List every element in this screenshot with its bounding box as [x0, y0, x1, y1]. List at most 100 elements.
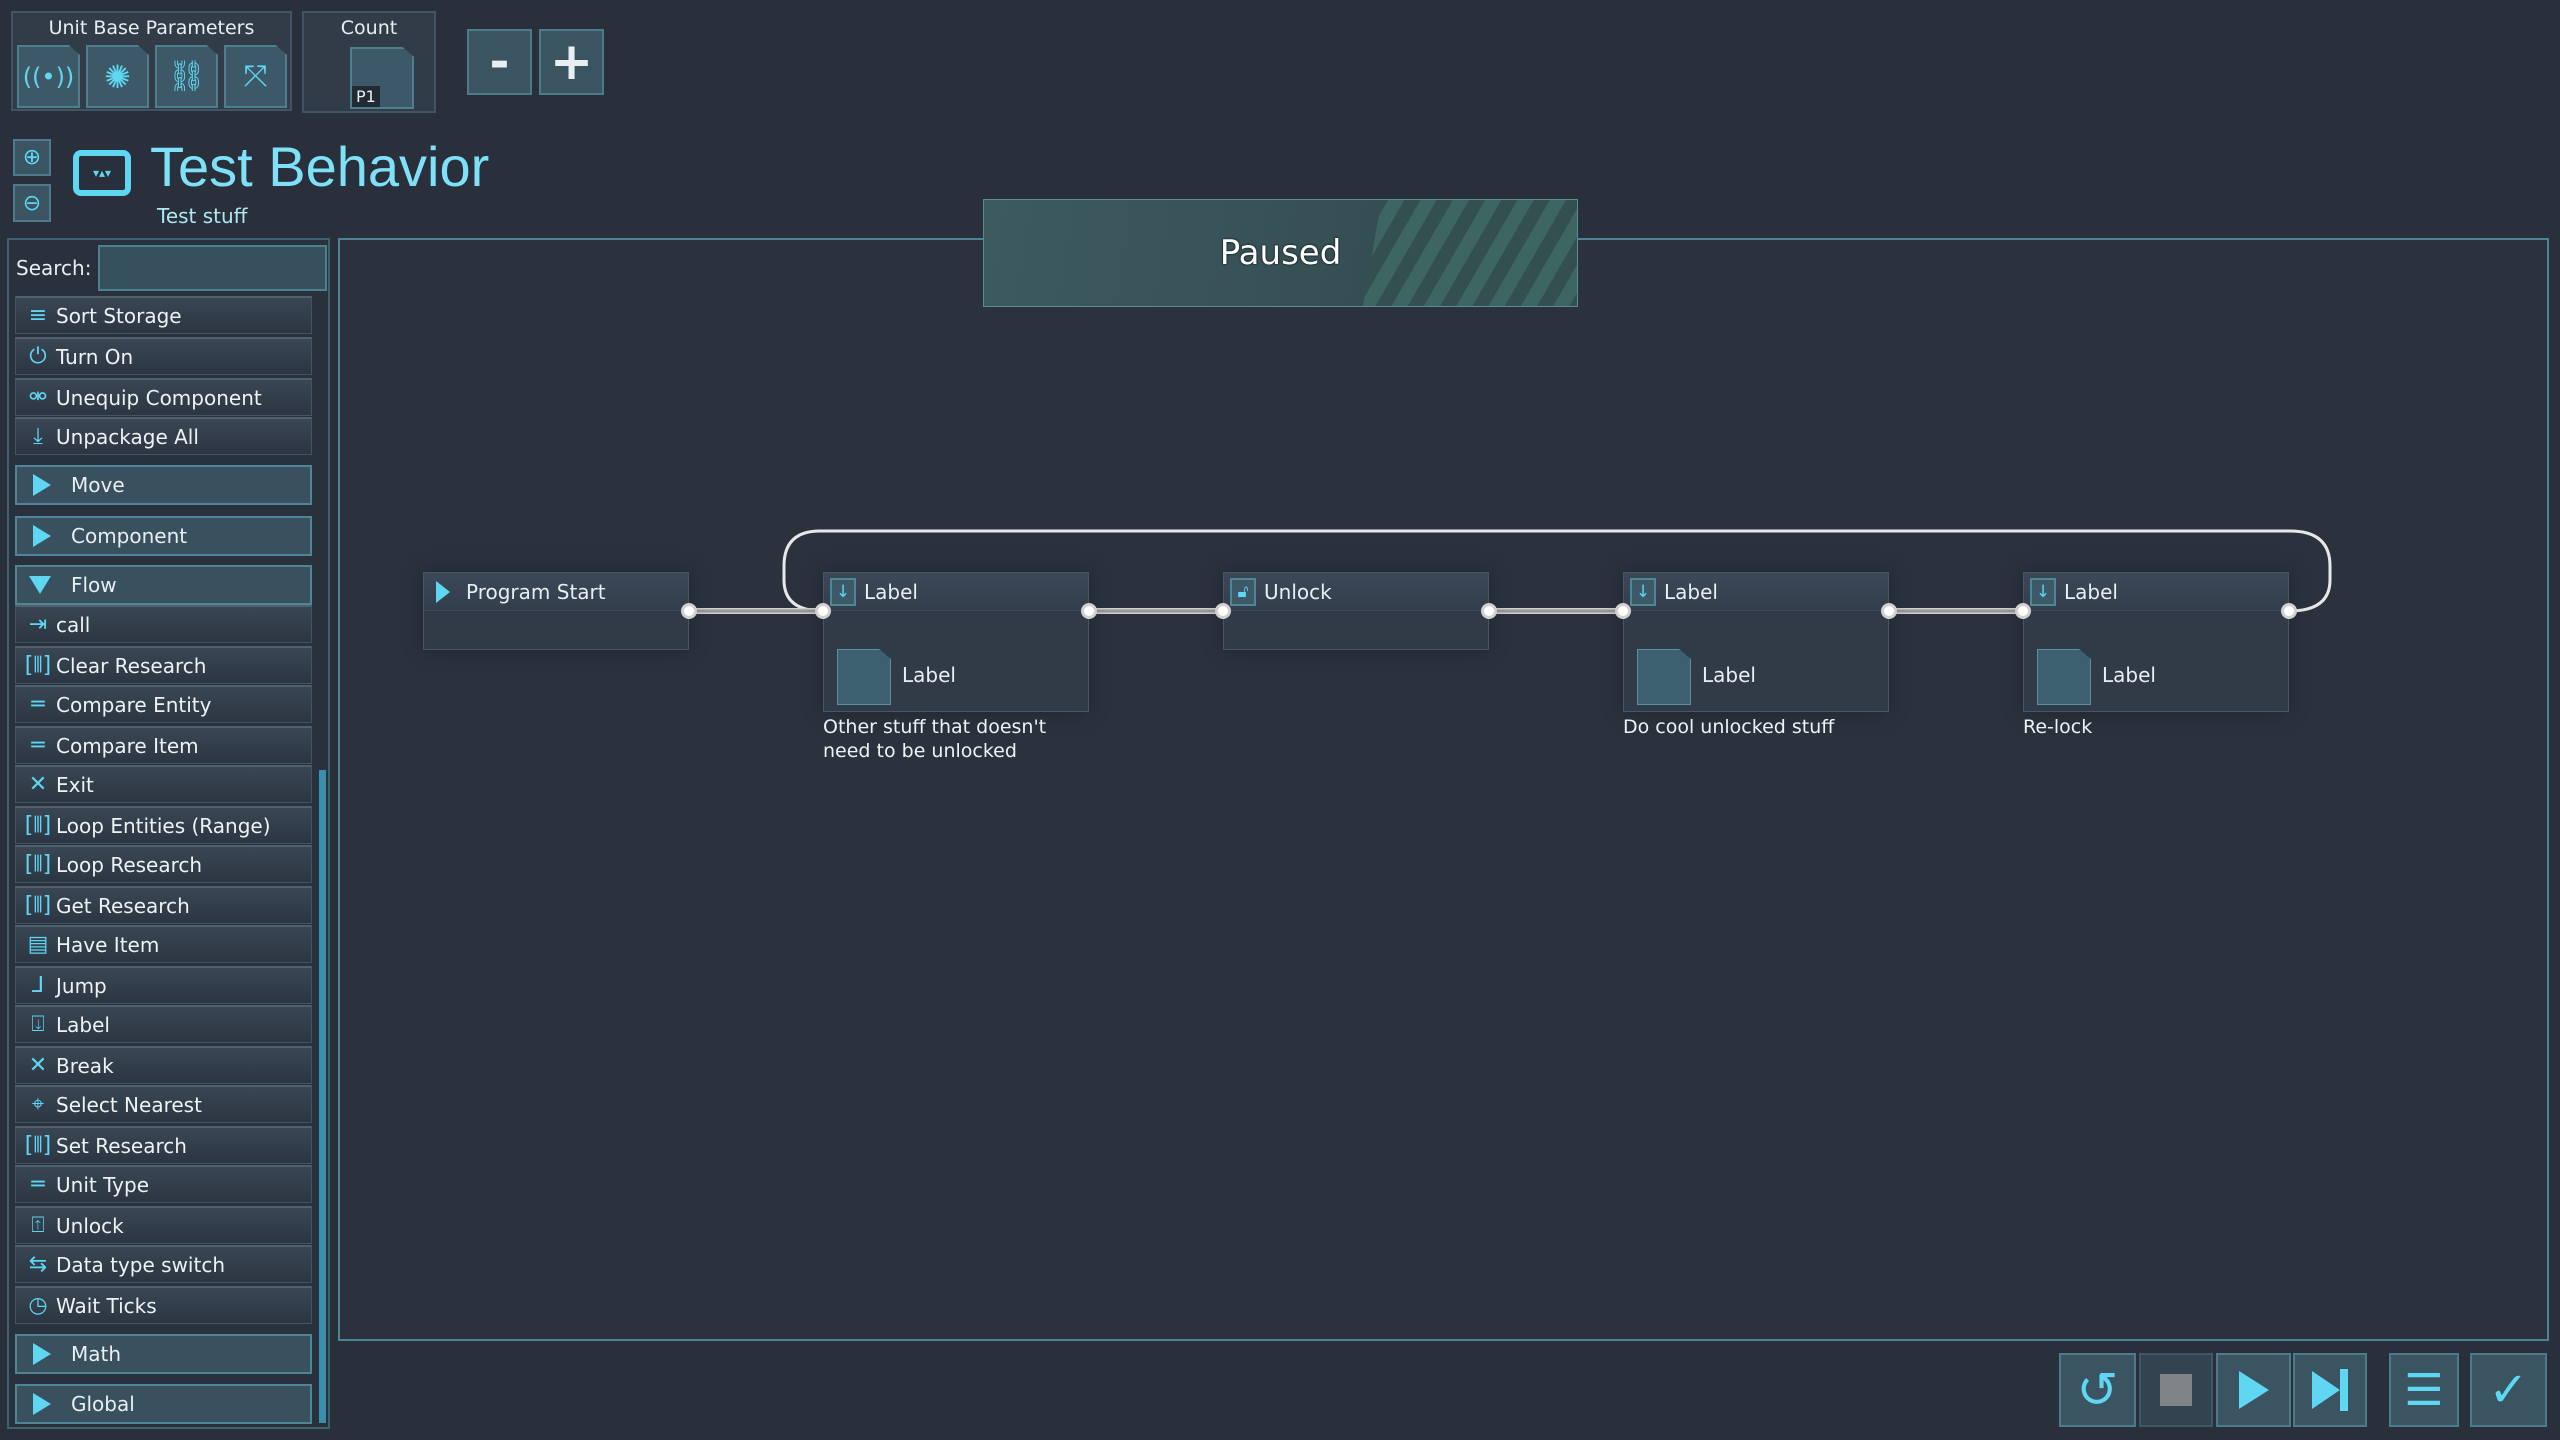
jump-icon: ⅃ — [31, 973, 45, 998]
search-label: Search: — [16, 256, 92, 280]
input-port[interactable] — [2015, 603, 2031, 619]
item-label: Unit Type — [56, 1172, 150, 1197]
program-canvas[interactable] — [338, 238, 2549, 1341]
signal-param-button[interactable]: ((•)) — [17, 45, 80, 108]
sidebar-item-select-nearest[interactable]: ⌖Select Nearest — [15, 1085, 312, 1123]
sidebar-item-get-research[interactable]: [⫴]Get Research — [15, 886, 312, 924]
sidebar-item-label[interactable]: ⍗Label — [15, 1005, 312, 1043]
label-slot[interactable] — [837, 649, 891, 705]
sidebar-item-wait-ticks[interactable]: ◷Wait Ticks — [15, 1286, 312, 1324]
bracket-icon: [⫴] — [24, 653, 52, 678]
signal-icon: ((•)) — [22, 62, 75, 91]
sidebar-item-turn-on[interactable]: ⏻Turn On — [15, 337, 312, 375]
download-icon: ⤓ — [33, 424, 43, 449]
zoom-out-button[interactable]: ⊖ — [13, 184, 51, 222]
output-port[interactable] — [1081, 603, 1097, 619]
sidebar-item-call[interactable]: ⇥call — [15, 605, 312, 643]
stop-button[interactable] — [2139, 1353, 2213, 1427]
confirm-button[interactable]: ✓ — [2470, 1353, 2547, 1427]
sidebar-item-exit[interactable]: ✕Exit — [15, 765, 312, 803]
sidebar-item-unit-type[interactable]: ═Unit Type — [15, 1165, 312, 1203]
count-slot[interactable]: P1 — [350, 47, 414, 109]
sidebar-item-set-research[interactable]: [⫴]Set Research — [15, 1126, 312, 1164]
bracket-icon: [⫴] — [24, 1133, 52, 1158]
search-input[interactable] — [98, 245, 327, 291]
sidebar-item-unequip-component[interactable]: ⚮ Unequip Component — [15, 378, 312, 416]
item-label: Unlock — [56, 1213, 124, 1238]
sidebar-scrollbar[interactable] — [319, 770, 326, 1423]
input-port[interactable] — [1615, 603, 1631, 619]
category-move[interactable]: Move — [15, 465, 312, 505]
server-list-icon: ☰ — [2404, 1364, 2444, 1416]
item-icon: ▤ — [27, 932, 49, 957]
enter-icon: ⇥ — [28, 612, 48, 637]
sidebar-item-unpackage-all[interactable]: ⤓Unpackage All — [15, 417, 312, 455]
increment-button[interactable]: + — [539, 29, 604, 95]
category-label: Component — [71, 524, 188, 548]
item-label: Set Research — [56, 1133, 187, 1158]
item-label: Data type switch — [56, 1252, 225, 1277]
link-param-button[interactable]: ⛓ — [155, 45, 218, 108]
aperture-param-button[interactable]: ✺ — [86, 45, 149, 108]
zoom-out-icon: ⊖ — [22, 190, 42, 216]
play-button[interactable] — [2216, 1353, 2291, 1427]
node-title: Label — [2064, 579, 2118, 604]
label-icon: ⍗ — [31, 1012, 45, 1037]
debug-list-button[interactable]: ☰ — [2389, 1353, 2459, 1427]
sidebar-item-jump[interactable]: ⅃Jump — [15, 966, 312, 1004]
node-label-3[interactable]: ↓Label Label — [2023, 572, 2289, 712]
node-label-1[interactable]: ↓Label Label — [823, 572, 1089, 712]
item-label: Wait Ticks — [56, 1293, 157, 1318]
play-icon — [2238, 1371, 2269, 1409]
item-label: Have Item — [56, 932, 160, 957]
wire-label2-label3 — [1889, 608, 2023, 614]
sidebar-item-compare-entity[interactable]: ═Compare Entity — [15, 685, 312, 723]
output-port[interactable] — [681, 603, 697, 619]
behavior-icon: ▾▴▾ — [73, 150, 131, 196]
sidebar-item-unlock[interactable]: ⍐Unlock — [15, 1206, 312, 1244]
node-program-start[interactable]: Program Start — [423, 572, 689, 650]
unlink-icon: ⚮ — [28, 385, 48, 410]
label-slot[interactable] — [1637, 649, 1691, 705]
item-label: Compare Item — [56, 733, 199, 758]
sidebar-item-clear-research[interactable]: [⫴]Clear Research — [15, 646, 312, 684]
category-global[interactable]: Global — [15, 1384, 312, 1424]
input-port[interactable] — [815, 603, 831, 619]
step-button[interactable] — [2293, 1353, 2367, 1427]
equals-icon: ═ — [31, 692, 45, 717]
converge-param-button[interactable]: ⤧ — [224, 45, 287, 108]
category-component[interactable]: Component — [15, 516, 312, 556]
collapse-icon — [29, 576, 51, 594]
unlock-icon: 🔓︎ — [1230, 577, 1256, 606]
expand-icon — [33, 1393, 51, 1415]
restart-button[interactable]: ↺ — [2059, 1353, 2136, 1427]
item-label: Unequip Component — [56, 385, 262, 410]
step-icon — [2312, 1369, 2348, 1411]
output-port[interactable] — [2281, 603, 2297, 619]
power-icon: ⏻ — [29, 344, 47, 369]
category-math[interactable]: Math — [15, 1334, 312, 1374]
label-icon: ↓ — [830, 577, 856, 606]
sidebar-item-compare-item[interactable]: ═Compare Item — [15, 726, 312, 764]
node-label-2[interactable]: ↓Label Label — [1623, 572, 1889, 712]
output-port[interactable] — [1881, 603, 1897, 619]
sort-icon: ≡ — [28, 303, 48, 328]
sidebar-item-loop-research[interactable]: [⫴]Loop Research — [15, 845, 312, 883]
slot-label: Label — [902, 663, 956, 687]
input-port[interactable] — [1215, 603, 1231, 619]
aperture-icon: ✺ — [104, 57, 131, 96]
output-port[interactable] — [1481, 603, 1497, 619]
category-label: Flow — [71, 573, 117, 597]
decrement-button[interactable]: - — [467, 29, 532, 95]
category-flow[interactable]: Flow — [15, 565, 312, 605]
category-label: Move — [71, 473, 125, 497]
sidebar-item-have-item[interactable]: ▤ Have Item — [15, 925, 312, 963]
sidebar-item-loop-entities-range[interactable]: [⫴]Loop Entities (Range) — [15, 806, 312, 844]
zoom-in-button[interactable]: ⊕ — [13, 139, 51, 176]
node-unlock[interactable]: 🔓︎Unlock — [1223, 572, 1489, 650]
sidebar-item-data-type-switch[interactable]: ⇆Data type switch — [15, 1245, 312, 1283]
sidebar-item-break[interactable]: ✕Break — [15, 1046, 312, 1084]
label-slot[interactable] — [2037, 649, 2091, 705]
sidebar-item-sort-storage[interactable]: ≡Sort Storage — [15, 296, 312, 334]
